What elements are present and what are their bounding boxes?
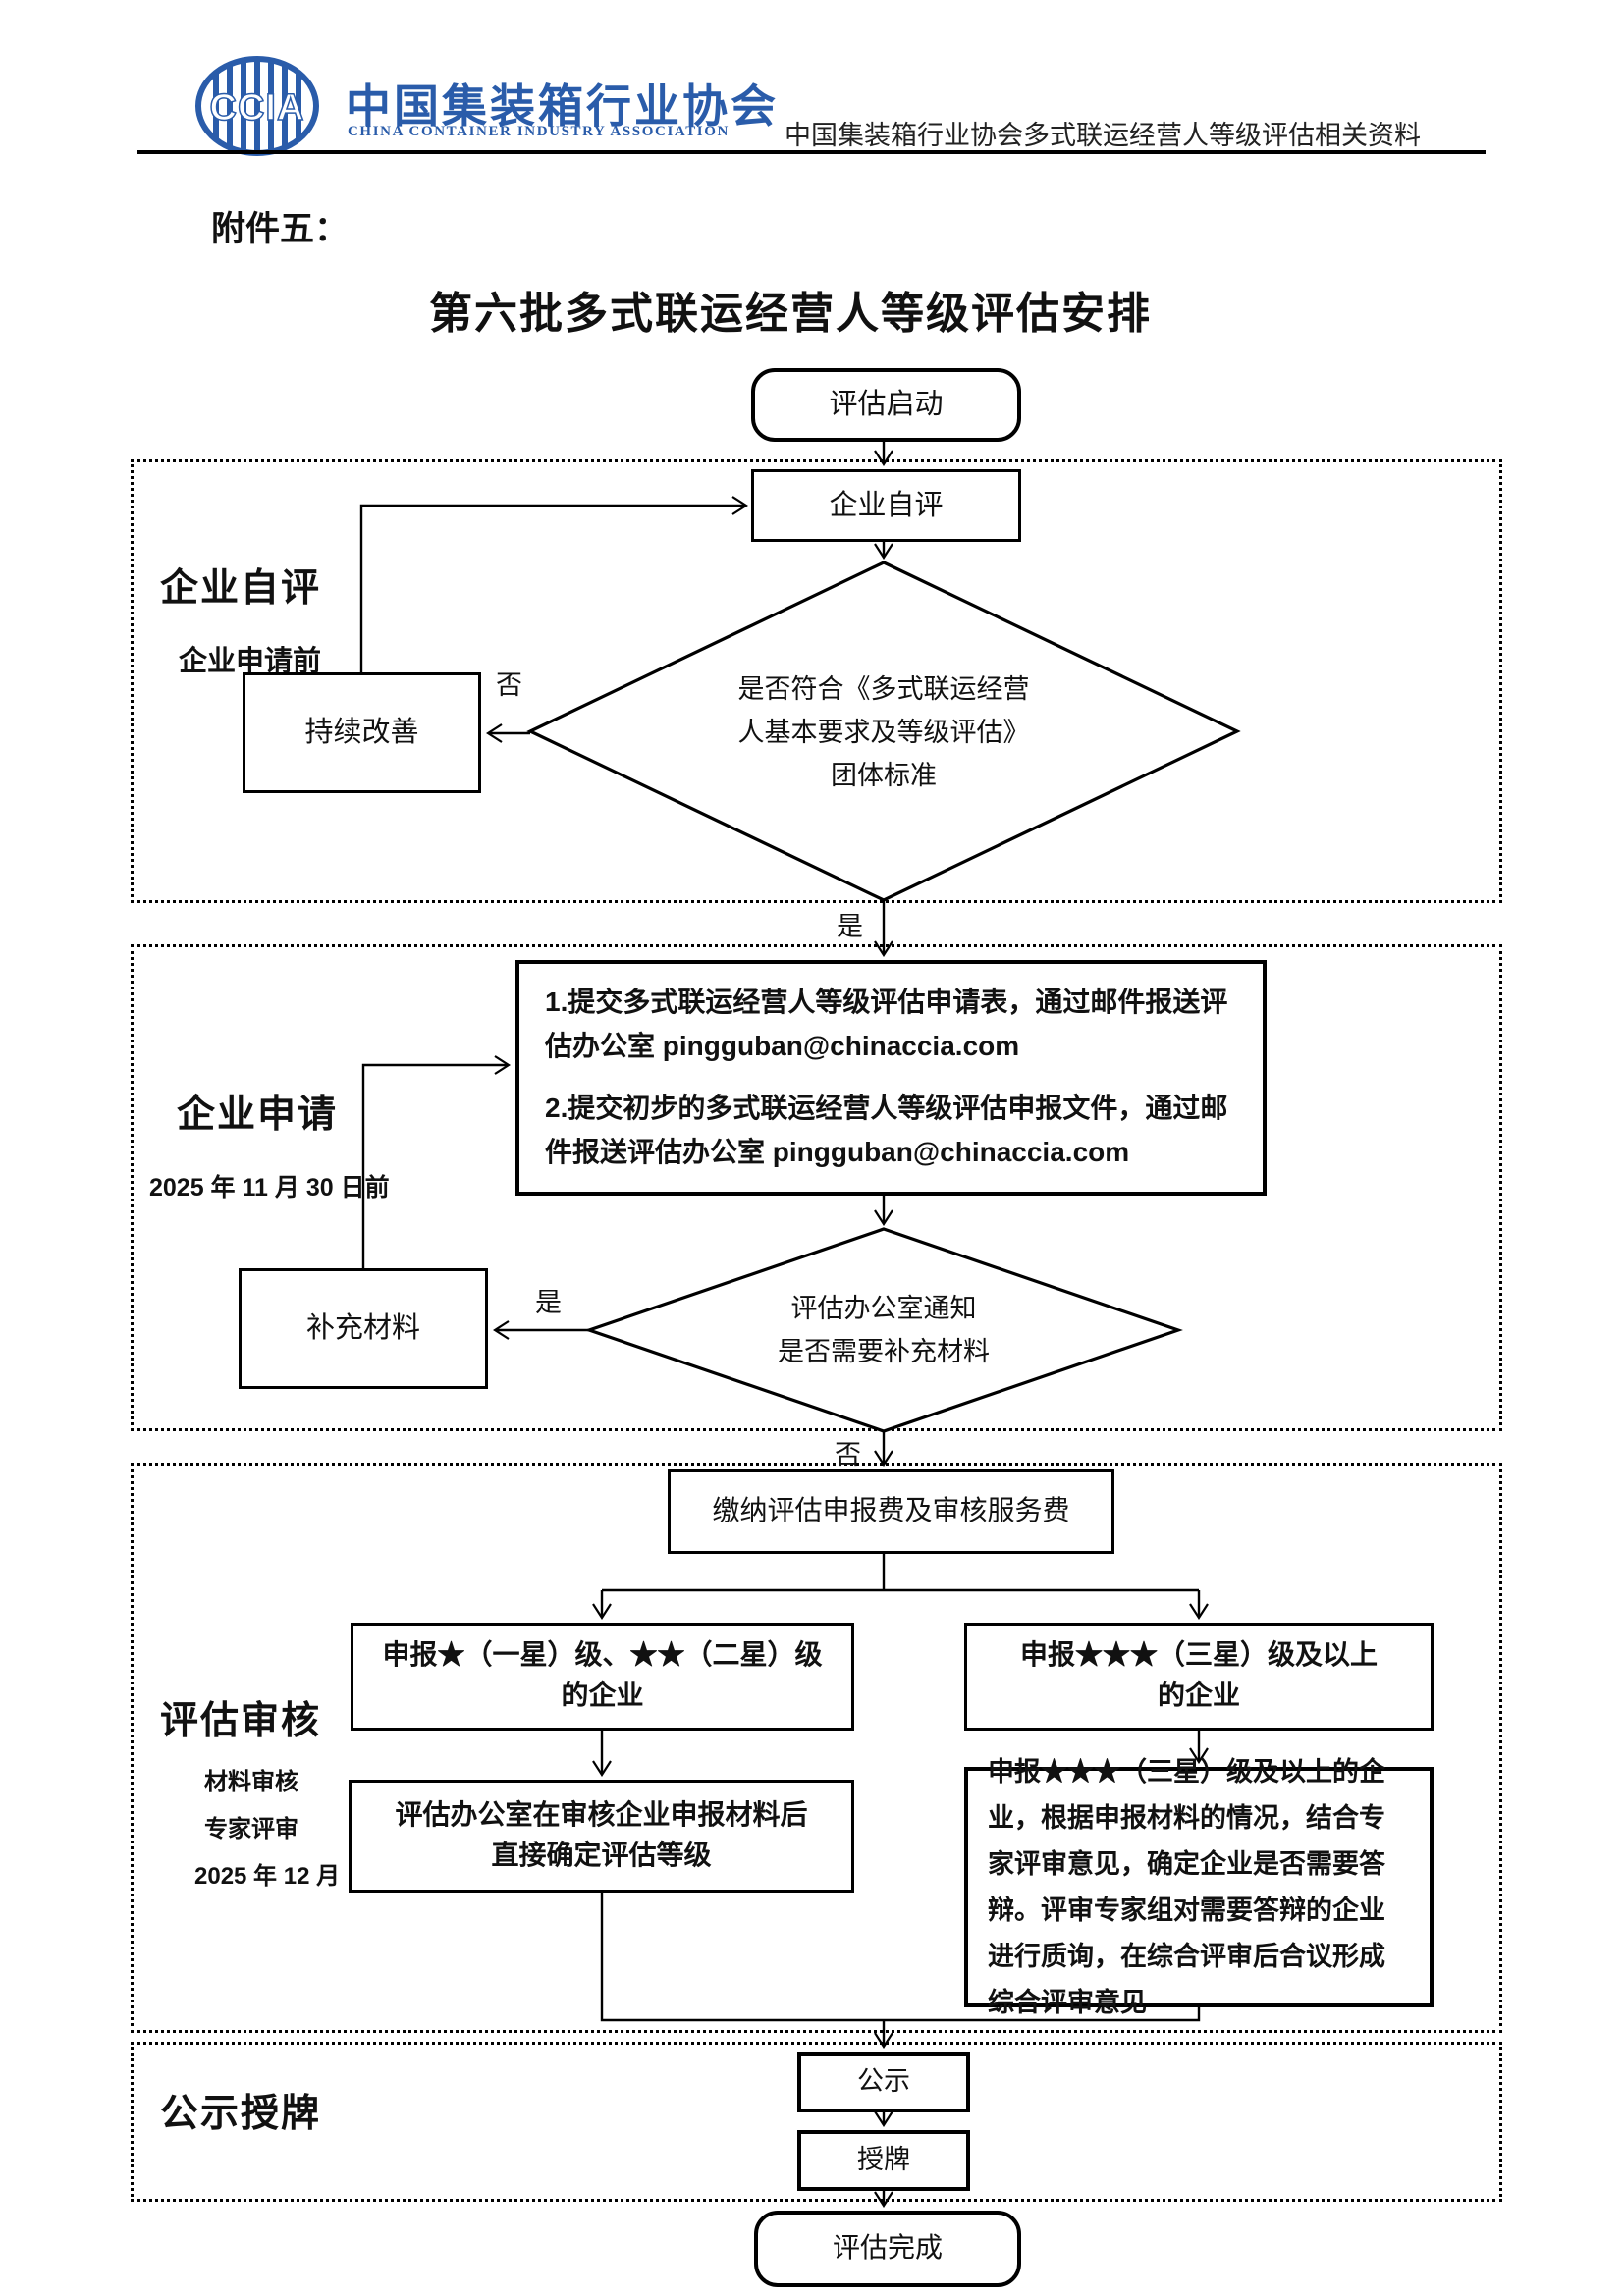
- edge-label-yes-standard: 是: [837, 912, 863, 941]
- section-apply: [131, 944, 1502, 1431]
- decision-supplement-diamond: [584, 1227, 1183, 1433]
- section-label-self-eval: 企业自评: [160, 567, 322, 610]
- section-review: [131, 1463, 1502, 2033]
- logo-acronym: CCIA: [210, 87, 305, 129]
- node-branch-high-star: 申报★★★（三星）级及以上 的企业: [964, 1623, 1434, 1731]
- branch-high-line2: 的企业: [1157, 1681, 1240, 1711]
- section-sublabel-expert-review: 专家评审: [204, 1817, 298, 1842]
- ccia-logo-icon: CCIA: [195, 56, 319, 156]
- header-doc-ref: 中国集装箱行业协会多式联运经营人等级评估相关资料: [785, 121, 1421, 150]
- section-self-eval: [131, 459, 1502, 903]
- node-branch-low-star: 申报★（一星）级、★★（二星）级 的企业: [351, 1623, 854, 1731]
- branch-low-line1: 申报★（一星）级、★★（二星）级: [382, 1640, 823, 1672]
- high-result-text: 申报★★★（三星）级及以上的企业，根据申报材料的情况，结合专家评审意见，确定企业…: [988, 1756, 1385, 2017]
- node-publicity: 公示: [797, 2052, 970, 2112]
- connector-supplement-to-apply: [361, 1065, 508, 1268]
- node-pay-fee: 缴纳评估申报费及审核服务费: [668, 1469, 1114, 1554]
- org-name-en: CHINA CONTAINER INDUSTRY ASSOCIATION: [348, 124, 730, 139]
- edge-label-no-supplement: 否: [835, 1440, 861, 1469]
- page-title: 第六批多式联运经营人等级评估安排: [429, 290, 1152, 338]
- apply-step-2: 2.提交初步的多式联运经营人等级评估申报文件，通过邮件报送评估办公室 pingg…: [545, 1093, 1228, 1167]
- header-divider: [137, 150, 1486, 154]
- node-decision-standard: 是否符合《多式联运经营 人基本要求及等级评估》 团体标准: [628, 661, 1139, 803]
- decision-supplement-line2: 是否需要补充材料: [778, 1337, 990, 1366]
- connector-payfee-split: [602, 1554, 1199, 1592]
- org-name-cn: 中国集装箱行业协会: [346, 80, 779, 132]
- node-complete: 评估完成: [754, 2211, 1021, 2287]
- section-sublabel-apply: 2025 年 11 月 30 日前: [149, 1174, 390, 1201]
- node-self-eval: 企业自评: [751, 469, 1021, 542]
- branch-low-line2: 的企业: [561, 1681, 644, 1711]
- section-award: [131, 2042, 1502, 2202]
- low-result-line1: 评估办公室在审核企业申报材料后: [395, 1799, 808, 1831]
- section-label-apply: 企业申请: [177, 1094, 339, 1136]
- node-start: 评估启动: [751, 368, 1021, 442]
- connector-results-merge: [600, 1893, 1201, 2022]
- section-sublabel-self-eval: 企业申请前: [179, 646, 322, 677]
- decision-standard-diamond: [526, 561, 1241, 902]
- section-label-award: 公示授牌: [160, 2093, 322, 2135]
- apply-step-1: 1.提交多式联运经营人等级评估申请表，通过邮件报送评估办公室 pingguban…: [545, 987, 1228, 1062]
- low-result-line2: 直接确定评估等级: [491, 1840, 712, 1871]
- decision-supplement-line1: 评估办公室通知: [790, 1294, 977, 1323]
- node-improve: 持续改善: [243, 672, 481, 793]
- node-decision-supplement: 评估办公室通知 是否需要补充材料: [687, 1264, 1080, 1396]
- decision-standard-line2: 人基本要求及等级评估》: [737, 717, 1030, 747]
- decision-standard-line3: 团体标准: [831, 760, 937, 790]
- edge-label-yes-supplement: 是: [535, 1288, 562, 1317]
- connector-improve-to-selfeval: [359, 506, 745, 672]
- edge-label-no-standard: 否: [496, 670, 522, 700]
- section-sublabel-review-date: 2025 年 12 月: [194, 1863, 341, 1890]
- branch-high-line1: 申报★★★（三星）级及以上: [1019, 1640, 1378, 1672]
- decision-standard-line1: 是否符合《多式联运经营: [737, 673, 1030, 704]
- node-apply-steps: 1.提交多式联运经营人等级评估申请表，通过邮件报送评估办公室 pingguban…: [515, 960, 1267, 1196]
- section-sublabel-material-review: 材料审核: [204, 1770, 298, 1795]
- attachment-label: 附件五：: [211, 210, 350, 248]
- section-label-review: 评估审核: [160, 1700, 322, 1742]
- node-low-result: 评估办公室在审核企业申报材料后 直接确定评估等级: [349, 1780, 854, 1893]
- node-high-result: 申报★★★（三星）级及以上的企业，根据申报材料的情况，结合专家评审意见，确定企业…: [964, 1757, 1434, 2017]
- node-award-plaque: 授牌: [797, 2130, 970, 2191]
- node-supplement: 补充材料: [239, 1268, 488, 1389]
